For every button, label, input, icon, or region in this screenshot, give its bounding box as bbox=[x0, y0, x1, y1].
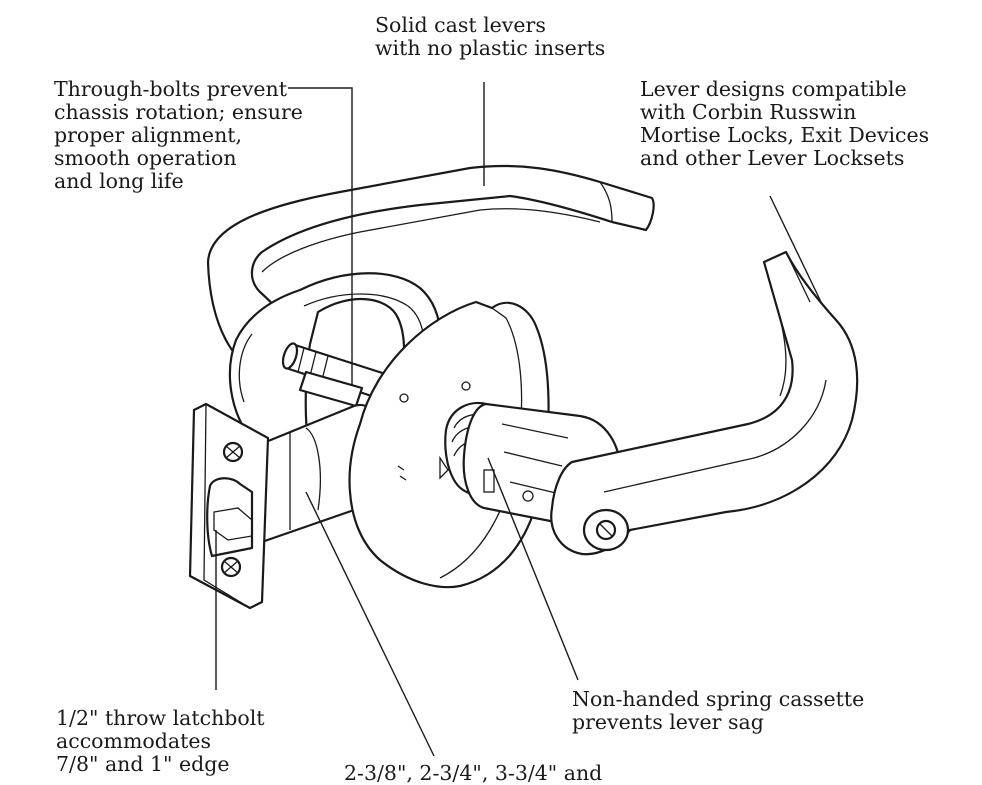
through-bolts-line-1: Through-bolts prevent bbox=[54, 77, 287, 101]
through-bolt bbox=[281, 342, 400, 408]
through-bolts-line-5: and long life bbox=[54, 169, 184, 193]
cassette-line-1: Non-handed spring cassette bbox=[572, 687, 865, 711]
latchbolt-callout: 1/2" throw latchbolt accommodates 7/8" a… bbox=[56, 707, 265, 776]
lever-designs-line-4: and other Lever Locksets bbox=[640, 146, 905, 170]
through-bolts-line-2: chassis rotation; ensure bbox=[54, 100, 303, 124]
through-bolts-line-4: smooth operation bbox=[54, 146, 237, 170]
lever-designs-callout: Lever designs compatible with Corbin Rus… bbox=[640, 78, 929, 170]
levers-line-2: with no plastic inserts bbox=[375, 36, 606, 60]
latchbolt-line-2: accommodates bbox=[56, 729, 211, 753]
through-bolts-callout: Through-bolts prevent chassis rotation; … bbox=[54, 78, 303, 193]
leader-lines bbox=[215, 82, 823, 757]
lever-designs-line-1: Lever designs compatible bbox=[640, 77, 907, 101]
lever-designs-line-3: Mortise Locks, Exit Devices bbox=[640, 123, 930, 147]
backset-line-1: 2-3/8", 2-3/4", 3-3/4" and bbox=[344, 761, 603, 785]
front-lever bbox=[550, 250, 859, 556]
levers-callout: Solid cast levers with no plastic insert… bbox=[375, 14, 605, 60]
through-bolts-line-3: proper alignment, bbox=[54, 123, 243, 147]
latch-faceplate bbox=[188, 402, 270, 610]
lever-designs-line-2: with Corbin Russwin bbox=[640, 100, 857, 124]
latchbolt-line-1: 1/2" throw latchbolt bbox=[56, 706, 265, 730]
cassette-line-2: prevents lever sag bbox=[572, 710, 764, 734]
latchbolt-line-3: 7/8" and 1" edge bbox=[56, 752, 230, 776]
levers-line-1: Solid cast levers bbox=[375, 13, 546, 37]
cassette-callout: Non-handed spring cassette prevents leve… bbox=[572, 688, 864, 734]
backset-callout: 2-3/8", 2-3/4", 3-3/4" and bbox=[344, 762, 602, 785]
